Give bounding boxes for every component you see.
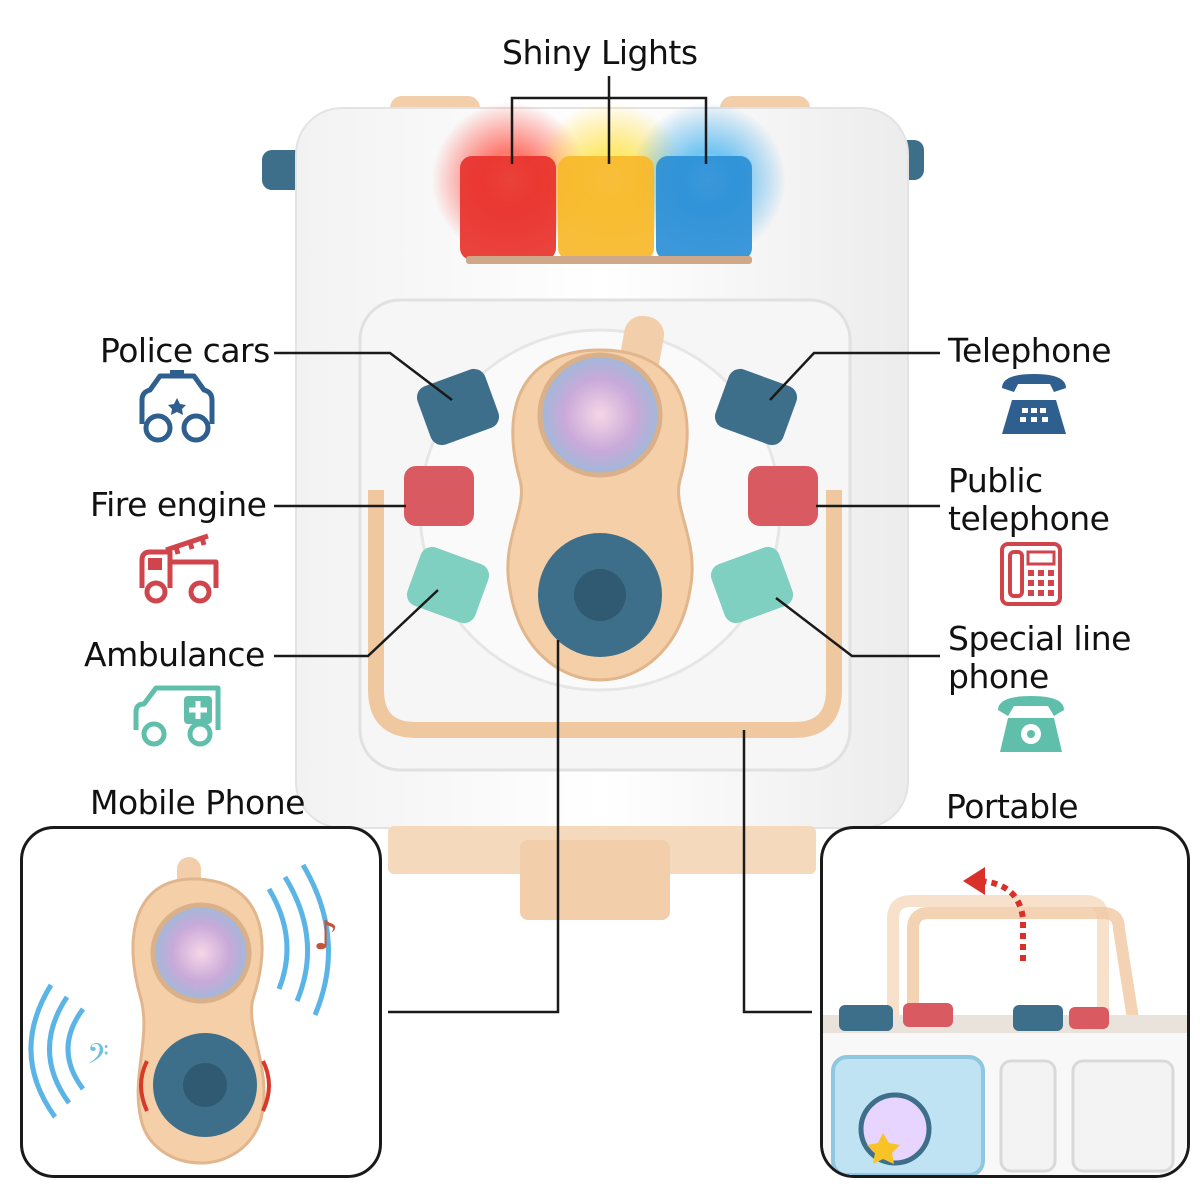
- portable-illustration: [823, 867, 1187, 1175]
- special-line-label-line1: Special line: [948, 619, 1131, 658]
- desk-telephone-icon: [1002, 374, 1066, 434]
- mobile-phone-panel: ♪ 𝄢: [20, 826, 382, 1178]
- svg-text:♪: ♪: [313, 913, 339, 959]
- ambulance-label: Ambulance: [84, 635, 265, 674]
- fire-engine-label: Fire engine: [90, 485, 267, 524]
- mobile-phone-illustration: ♪ 𝄢: [28, 857, 339, 1165]
- police-cars-label: Police cars: [100, 331, 270, 370]
- mobile-phone-label: Mobile Phone: [90, 783, 305, 822]
- ambulance-icon: [133, 685, 221, 747]
- special-line-label-line2: phone: [948, 657, 1049, 696]
- portable-label: Portable: [946, 787, 1079, 826]
- fire-engine-icon: [139, 533, 219, 604]
- public-telephone-icon: [1000, 542, 1062, 606]
- special-line-phone-icon: [998, 696, 1064, 752]
- shiny-lights-label: Shiny Lights: [502, 33, 698, 72]
- public-telephone-label-line1: Public: [948, 461, 1043, 500]
- public-telephone-label-line2: telephone: [948, 499, 1110, 538]
- police-car-icon: [139, 370, 215, 443]
- svg-text:𝄢: 𝄢: [87, 1038, 109, 1078]
- telephone-label: Telephone: [948, 331, 1112, 370]
- portable-panel: [820, 826, 1190, 1178]
